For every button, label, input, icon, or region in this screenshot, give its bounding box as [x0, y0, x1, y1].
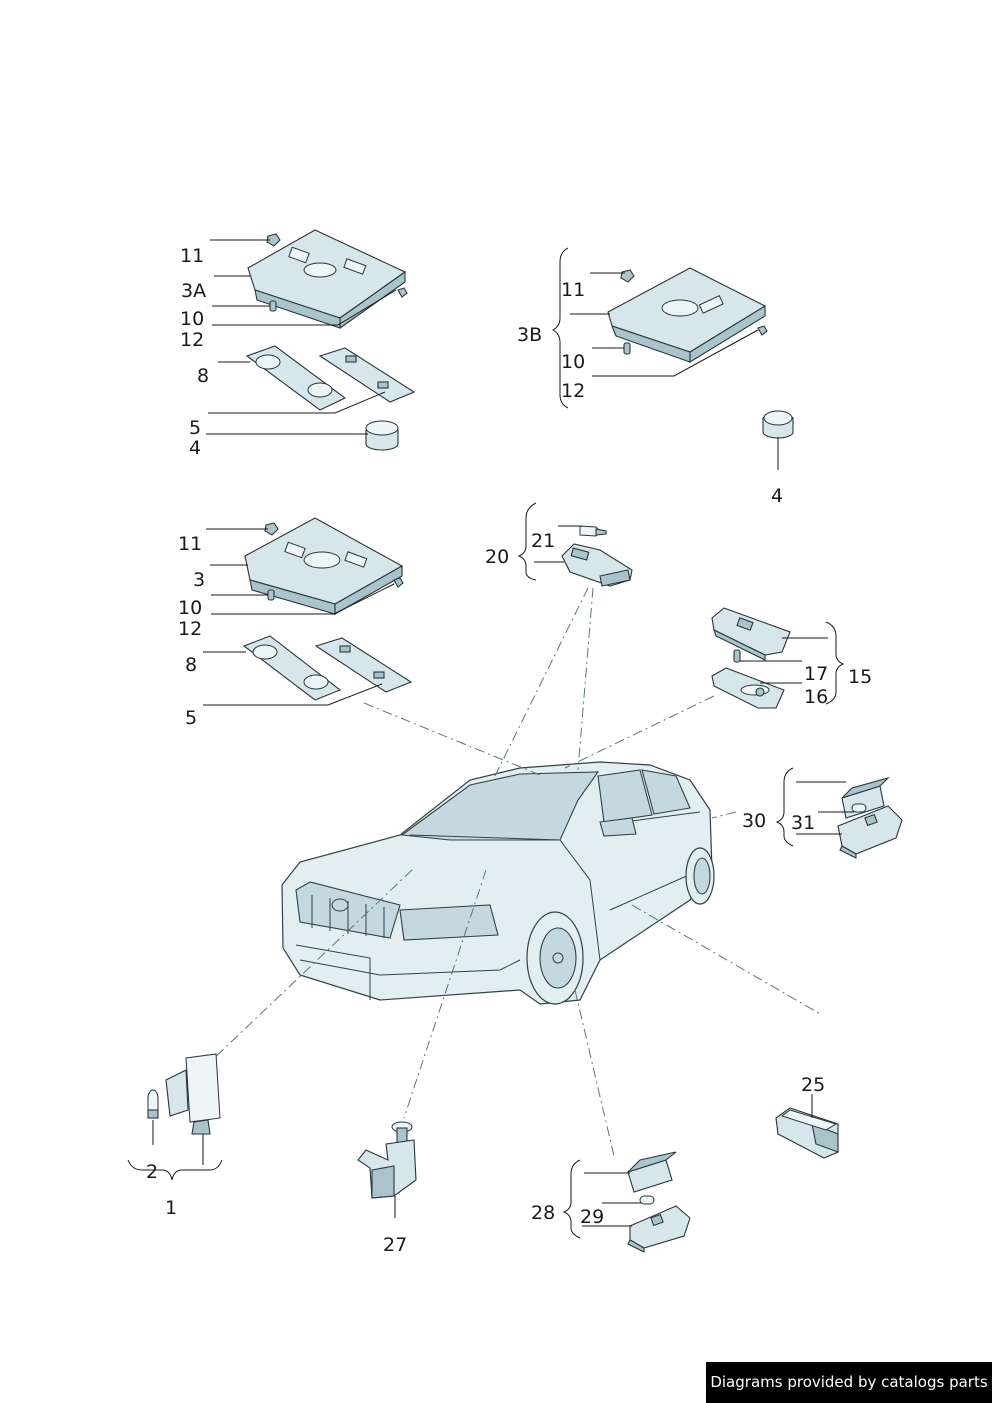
leaders-3b	[551, 247, 779, 470]
callout-31: 31	[791, 812, 815, 834]
callout-8: 8	[185, 654, 197, 676]
callout-21: 21	[531, 530, 555, 552]
callout-5: 5	[189, 417, 201, 439]
callout-29: 29	[580, 1206, 604, 1228]
callout-25: 25	[801, 1074, 825, 1096]
callout-12: 12	[178, 618, 202, 640]
leaders-28	[562, 1159, 642, 1239]
callout-3: 3	[193, 569, 205, 591]
callout-16: 16	[804, 686, 828, 708]
callout-10: 10	[180, 308, 204, 330]
leaders-3a	[206, 239, 397, 435]
assembly-15	[711, 607, 791, 709]
callout-11: 11	[180, 245, 204, 267]
callout-17: 17	[804, 663, 828, 685]
assembly-3	[242, 517, 413, 701]
callout-2: 2	[146, 1161, 158, 1183]
assembly-1	[147, 1053, 221, 1135]
callout-27: 27	[383, 1234, 407, 1256]
assembly-30	[837, 776, 903, 859]
assembly-27	[357, 1121, 417, 1199]
leaders-15	[740, 621, 845, 705]
callout-1: 1	[165, 1197, 177, 1219]
assembly-25	[775, 1107, 839, 1159]
car	[281, 761, 715, 1005]
callout-4: 4	[771, 485, 783, 507]
assembly-28	[627, 1151, 691, 1253]
footer-credit: Diagrams provided by catalogs parts	[706, 1362, 992, 1403]
callout-11: 11	[561, 279, 585, 301]
callout-3b: 3B	[517, 324, 542, 346]
callout-5: 5	[185, 707, 197, 729]
callout-3a: 3A	[181, 280, 206, 302]
callout-20: 20	[485, 546, 509, 568]
leaders-30	[775, 767, 854, 847]
callout-8: 8	[197, 365, 209, 387]
callout-10: 10	[561, 351, 585, 373]
assembly-3b	[607, 267, 794, 439]
callout-11: 11	[178, 533, 202, 555]
callout-10: 10	[178, 597, 202, 619]
leaders-3	[203, 528, 395, 706]
assembly-3a	[245, 229, 416, 451]
leaders-20	[517, 502, 582, 581]
callout-12: 12	[180, 329, 204, 351]
callout-28: 28	[531, 1202, 555, 1224]
reference-lines	[209, 587, 823, 1157]
callout-15: 15	[848, 666, 872, 688]
leaders-1	[127, 1120, 223, 1181]
callout-30: 30	[742, 810, 766, 832]
assembly-20	[561, 525, 633, 587]
callout-4: 4	[189, 437, 201, 459]
callout-12: 12	[561, 380, 585, 402]
